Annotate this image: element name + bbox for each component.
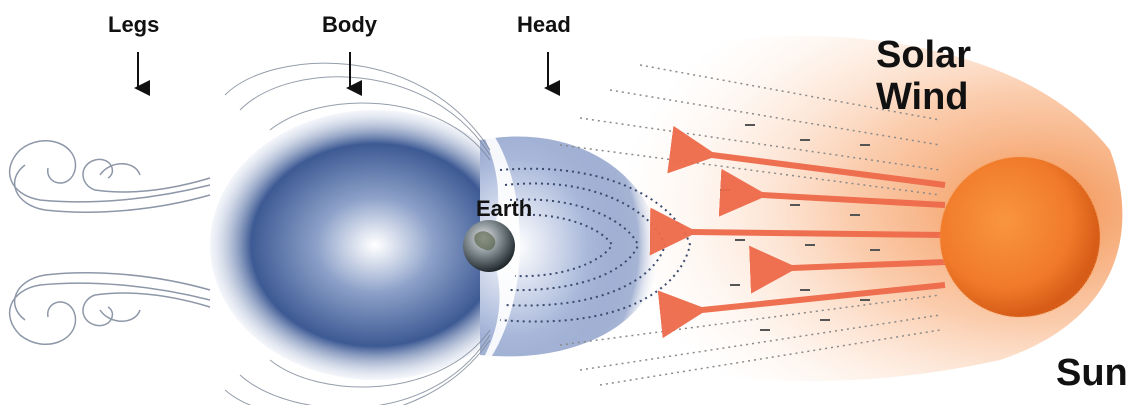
earth-label: Earth — [476, 196, 533, 221]
field-lines — [224, 62, 491, 405]
solar-wind-label-line2: Wind — [876, 76, 969, 118]
legs-label: Legs — [108, 12, 160, 37]
pointer-arrows — [134, 52, 560, 96]
solar-wind-label: Solar Wind — [876, 34, 971, 118]
earth-land — [474, 231, 496, 251]
solar-wind-streamlines — [559, 64, 941, 386]
sun-texture — [939, 156, 1101, 318]
tail-swirls — [9, 140, 211, 345]
solar-wind-label-line1: Solar — [876, 34, 972, 76]
head-label: Head — [517, 12, 571, 37]
sun — [940, 157, 1100, 317]
solar-wind-arrows — [649, 125, 946, 339]
magnetosphere-body — [210, 110, 540, 380]
sun-label: Sun — [1056, 352, 1128, 394]
body-label: Body — [322, 12, 377, 37]
magnetosphere-head — [480, 136, 660, 357]
